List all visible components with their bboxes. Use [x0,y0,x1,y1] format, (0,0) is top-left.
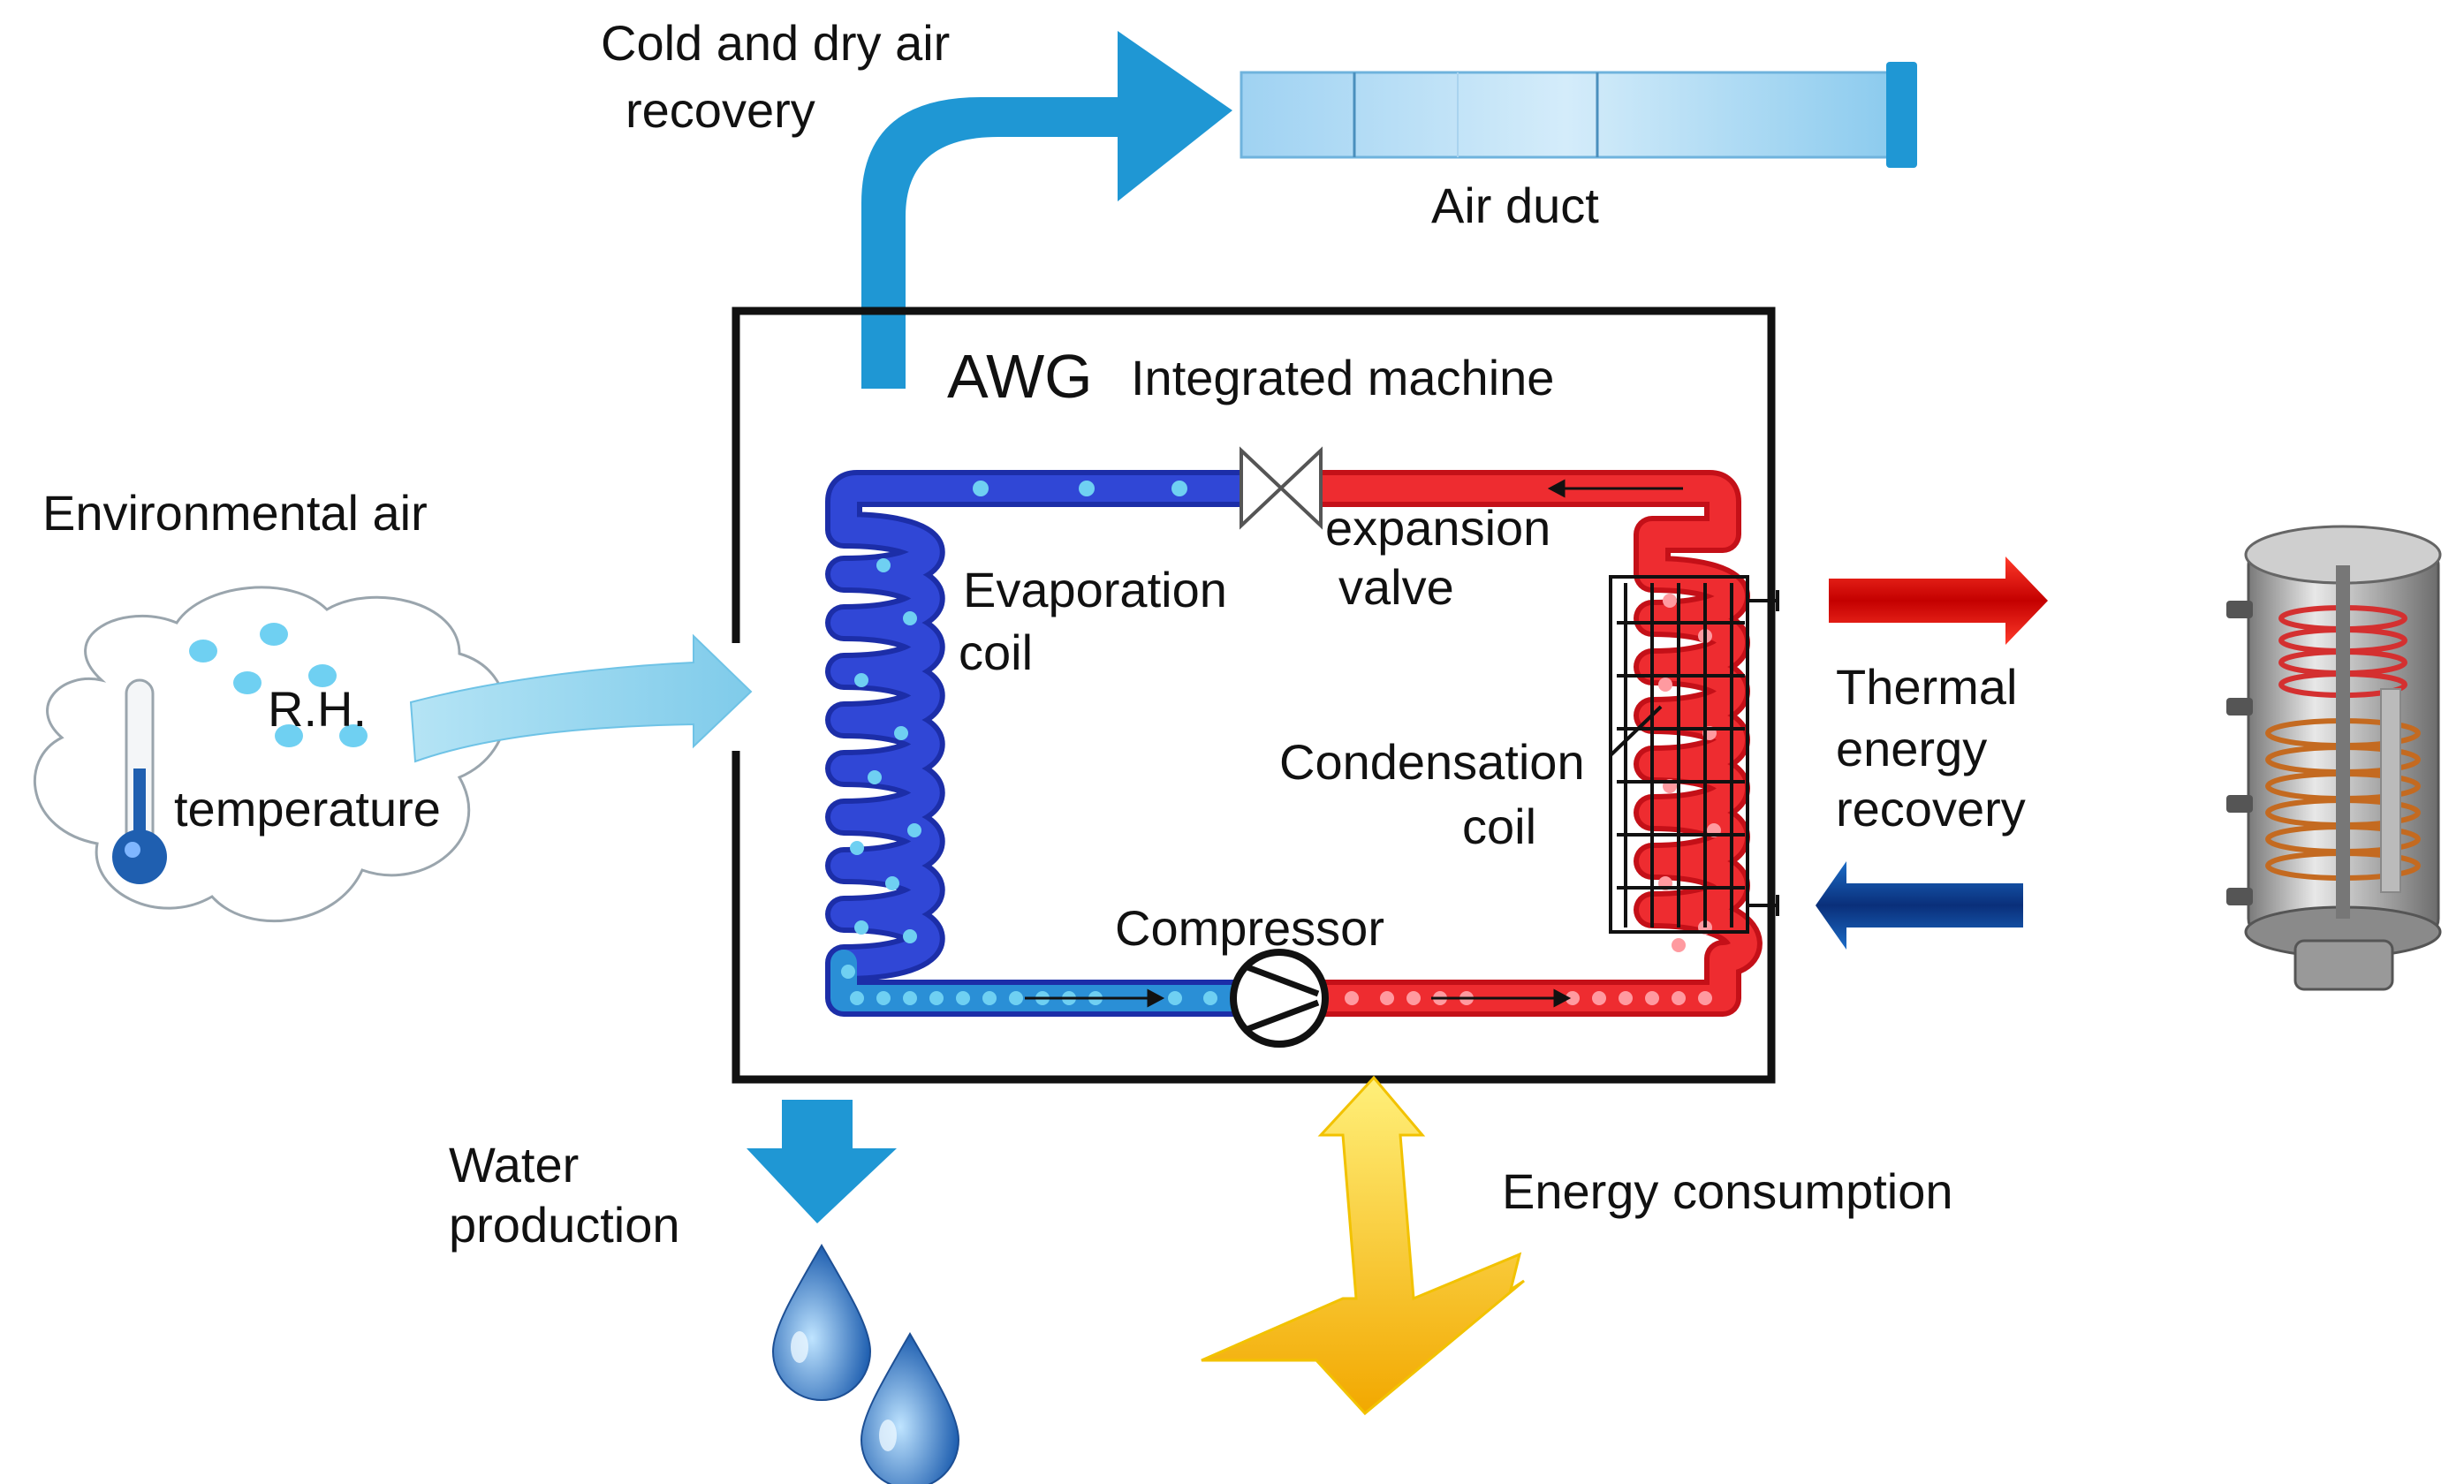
awg-title: AWG [947,342,1093,411]
air-duct [1240,62,1917,168]
heat-out-arrow [1829,556,2048,645]
evaporation-coil-label-line2: coil [959,625,1033,680]
water-production-label-line2: production [449,1197,680,1253]
condensation-coil-label-line1: Condensation [1279,734,1585,790]
air-duct-label: Air duct [1431,178,1599,233]
thermal-energy-label-line2: energy [1836,721,1987,776]
temperature-label: temperature [174,781,441,837]
water-production-label-line1: Water [449,1137,579,1192]
flow-direction-arrow-cold [1025,988,1165,1008]
expansion-valve-label-line2: valve [1338,559,1454,615]
cold-dry-air-label-line2: recovery [625,82,815,138]
thermal-energy-label-line1: Thermal [1836,659,2017,715]
water-drop-icon [771,1244,960,1484]
environmental-air-label: Environmental air [42,485,428,541]
humidity-drops [189,623,368,747]
compressor-label: Compressor [1115,900,1384,956]
storage-tank-icon [2226,525,2442,991]
water-production-arrow [747,1100,897,1223]
rh-label: R.H. [268,681,367,737]
flow-direction-arrow-warm [1431,479,1683,1008]
evaporation-coil-bubbles [841,481,1217,1005]
cold-dry-air-label-line1: Cold and dry air [601,15,950,71]
machine-frame [732,307,1776,1084]
environmental-air-arrow [409,633,753,763]
expansion-valve-label-line1: expansion [1325,500,1550,556]
thermal-energy-label-line3: recovery [1836,781,2026,837]
heat-return-arrow [1816,861,2023,950]
expansion-valve-icon [1240,446,1323,530]
energy-consumption-label: Energy consumption [1502,1163,1953,1219]
thermometer-icon [112,678,167,884]
evaporation-coil-label-line1: Evaporation [963,562,1227,617]
condensation-coil-label-line2: coil [1462,799,1536,854]
heat-exchanger-grid [1609,575,1779,934]
integrated-machine-title: Integrated machine [1131,350,1554,405]
compressor-icon [1230,949,1329,1048]
lightning-icon [1201,1075,1525,1416]
cold-air-recovery-arrow [861,31,1232,389]
